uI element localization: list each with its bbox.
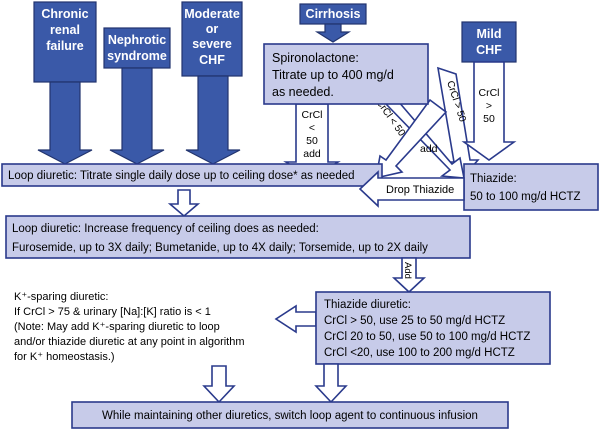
svg-text:<: < <box>309 122 315 134</box>
drop-thiazide-arrow <box>358 170 465 208</box>
moderate-severe-chf-label-2: or <box>206 22 219 36</box>
chronic-renal-failure-label-1: Chronic <box>41 7 88 21</box>
moderate-severe-chf-label-3: severe <box>192 37 232 51</box>
mild-chf-node: Mild CHF <box>461 21 517 63</box>
chronic-renal-failure-node: Chronic renal failure <box>33 1 97 165</box>
moderate-severe-chf-node: Moderate or severe CHF <box>181 1 243 165</box>
thiazide-diuretic-line-3: CrCl 20 to 50, use 50 to 100 mg/d HCTZ <box>324 331 530 343</box>
crcl-gt-50-mild-arrow <box>461 61 517 161</box>
k-sparing-block: K⁺-sparing diuretic: If CrCl > 75 & urin… <box>14 291 245 363</box>
crcl-lt-50-add-label: CrCl < 50 add <box>302 109 323 160</box>
moderate-severe-chf-label-4: CHF <box>199 53 225 67</box>
thiazide-diuretic-node: Thiazide diuretic: CrCl > 50, use 25 to … <box>315 291 551 365</box>
k-sparing-line-3: (Note: May add K⁺-sparing diuretic to lo… <box>14 321 220 333</box>
svg-text:50: 50 <box>483 113 495 125</box>
svg-text:CrCl: CrCl <box>302 109 323 121</box>
crcl-gt-50-mild-label: CrCl > 50 <box>479 87 500 125</box>
continuous-infusion-text: While maintaining other diuretics, switc… <box>102 410 478 422</box>
thiazide-diuretic-line-2: CrCl > 50, use 25 to 50 mg/d HCTZ <box>324 315 505 327</box>
loop-to-increase-arrow <box>167 189 201 218</box>
k-sparing-line-1: K⁺-sparing diuretic: <box>14 291 108 303</box>
svg-text:>: > <box>486 100 492 112</box>
k-sparing-to-continuous-arrow <box>202 365 236 404</box>
thiazide-diuretic-line-4: CrCl <20, use 100 to 200 mg/d HCTZ <box>324 347 515 359</box>
thiazide-node: Thiazide: 50 to 100 mg/d HCTZ <box>463 163 599 211</box>
moderate-severe-chf-label-1: Moderate <box>184 7 240 21</box>
thiazide-line-1: Thiazide: <box>470 173 517 185</box>
nephrotic-syndrome-node: Nephrotic syndrome <box>103 27 171 165</box>
k-sparing-line-2: If CrCl > 75 & urinary [Na]:[K] ratio is… <box>14 306 211 318</box>
loop-single-dose-node: Loop diuretic: Titrate single daily dose… <box>1 163 383 187</box>
chronic-renal-failure-label-3: failure <box>46 39 84 53</box>
drop-thiazide-label: Drop Thiazide <box>386 184 454 196</box>
spironolactone-node: Spironolactone: Titrate up to 400 mg/d a… <box>263 43 429 105</box>
nephrotic-syndrome-label-1: Nephrotic <box>108 33 166 47</box>
add-vertical-arrow <box>391 257 427 294</box>
cirrhosis-label: Cirrhosis <box>306 7 361 21</box>
k-sparing-line-5: for K⁺ homeostasis.) <box>14 351 115 363</box>
loop-single-dose-text: Loop diuretic: Titrate single daily dose… <box>8 170 355 182</box>
spironolactone-line-3: as needed. <box>272 85 334 99</box>
mild-chf-label-2: CHF <box>476 43 502 57</box>
svg-text:CrCl: CrCl <box>479 87 500 99</box>
mild-chf-label-1: Mild <box>477 27 502 41</box>
svg-text:add: add <box>303 148 321 160</box>
to-k-sparing-arrow <box>274 304 317 334</box>
svg-text:50: 50 <box>306 135 318 147</box>
thiazide-diuretic-line-1: Thiazide diuretic: <box>324 299 411 311</box>
nephrotic-syndrome-label-2: syndrome <box>107 49 167 63</box>
spironolactone-line-1: Spironolactone: <box>272 51 359 65</box>
loop-increase-node: Loop diuretic: Increase frequency of cei… <box>5 215 471 259</box>
chronic-renal-failure-label-2: renal <box>50 23 80 37</box>
thiazide-to-continuous-arrow <box>314 363 348 404</box>
add-diagonal-label: add <box>420 143 438 155</box>
loop-increase-line-1: Loop diuretic: Increase frequency of cei… <box>12 223 319 235</box>
loop-increase-line-2: Furosemide, up to 3X daily; Bumetanide, … <box>12 242 428 254</box>
continuous-infusion-node: While maintaining other diuretics, switc… <box>71 401 509 429</box>
add-diagonal-arrow <box>374 98 448 180</box>
spironolactone-line-2: Titrate up to 400 mg/d <box>272 68 394 82</box>
cirrhosis-node: Cirrhosis <box>299 3 367 43</box>
k-sparing-line-4: and/or thiazide diuretic at any point in… <box>14 336 245 348</box>
add-vertical-label: Add <box>402 262 413 279</box>
thiazide-line-2: 50 to 100 mg/d HCTZ <box>470 191 581 203</box>
